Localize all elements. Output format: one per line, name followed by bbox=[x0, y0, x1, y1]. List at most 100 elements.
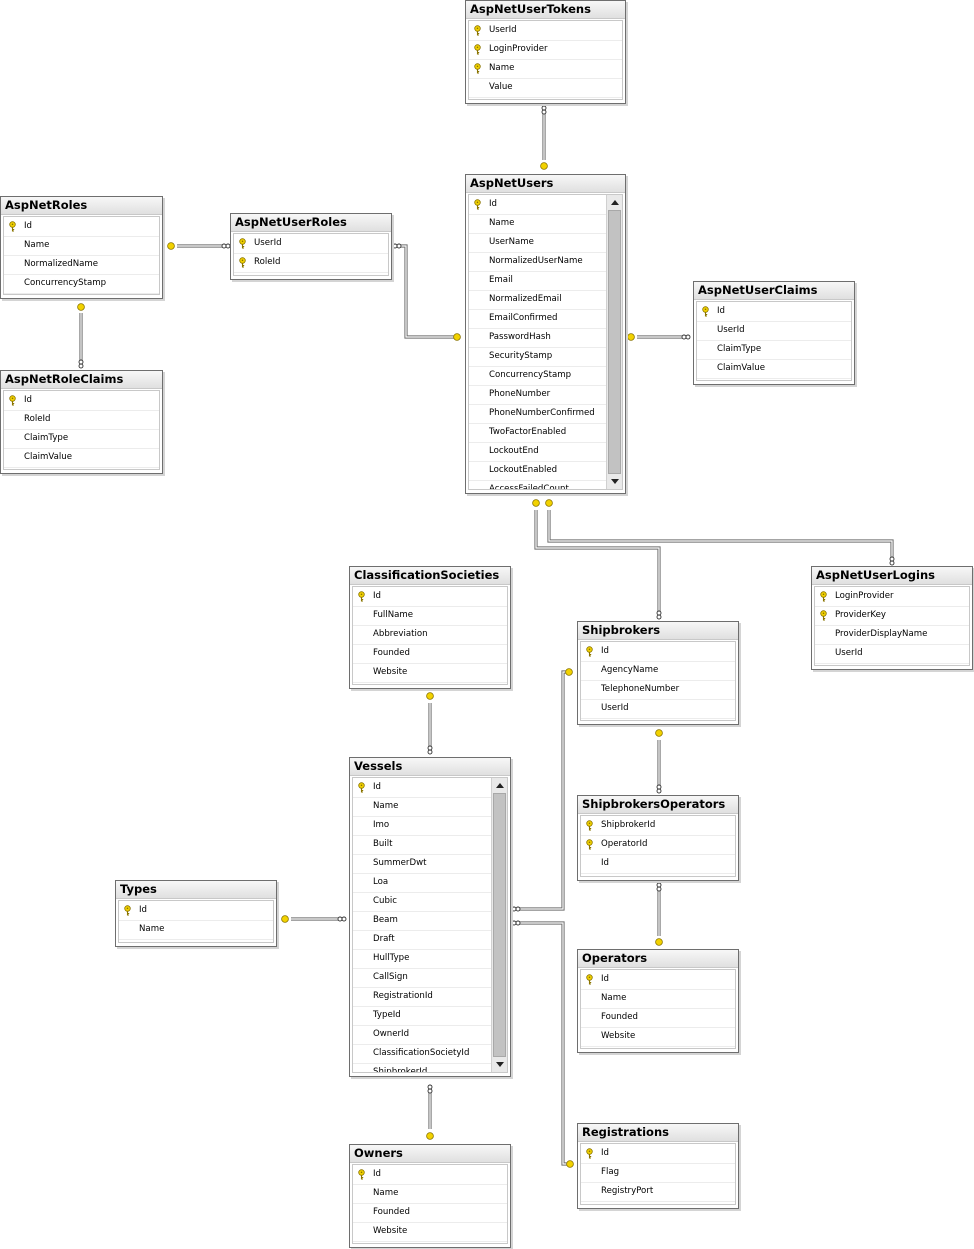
table-row[interactable]: UserName bbox=[469, 233, 606, 253]
table-row[interactable]: ConcurrencyStamp bbox=[469, 366, 606, 386]
table-row[interactable]: Name bbox=[353, 1184, 507, 1204]
relationship-connector[interactable] bbox=[511, 920, 574, 1168]
table-row[interactable]: UserId bbox=[234, 234, 388, 254]
table-row[interactable]: Id bbox=[581, 970, 735, 990]
table-row[interactable]: Abbreviation bbox=[353, 625, 507, 645]
table-row[interactable]: Id bbox=[697, 302, 851, 322]
relationship-connector[interactable] bbox=[426, 1084, 434, 1140]
table-title[interactable]: Operators bbox=[578, 950, 738, 968]
table-row[interactable]: Name bbox=[4, 236, 159, 256]
table-row[interactable]: PhoneNumber bbox=[469, 385, 606, 405]
table-title[interactable]: AspNetUsers bbox=[466, 175, 625, 193]
table-row[interactable]: LoginProvider bbox=[469, 40, 622, 60]
table-row[interactable]: Name bbox=[469, 59, 622, 79]
scroll-thumb[interactable] bbox=[608, 210, 621, 474]
table-row[interactable]: Id bbox=[4, 391, 159, 411]
vertical-scrollbar[interactable] bbox=[606, 195, 622, 489]
table-row[interactable]: SecurityStamp bbox=[469, 347, 606, 367]
relationship-connector[interactable] bbox=[426, 692, 434, 755]
scroll-down-arrow-icon[interactable] bbox=[611, 479, 619, 484]
table-row[interactable]: HullType bbox=[353, 949, 491, 969]
table-row[interactable]: AccessFailedCount bbox=[469, 480, 606, 489]
table-row[interactable]: Id bbox=[353, 778, 491, 798]
table-title[interactable]: Owners bbox=[350, 1145, 510, 1163]
scroll-thumb[interactable] bbox=[493, 793, 506, 1057]
table-row[interactable]: Flag bbox=[581, 1163, 735, 1183]
relationship-connector[interactable] bbox=[655, 882, 663, 946]
table-row[interactable]: LockoutEnd bbox=[469, 442, 606, 462]
table-row[interactable]: PasswordHash bbox=[469, 328, 606, 348]
table-row[interactable]: RegistryPort bbox=[581, 1182, 735, 1202]
table-row[interactable]: Cubic bbox=[353, 892, 491, 912]
table-title[interactable]: Vessels bbox=[350, 758, 510, 776]
scroll-up-arrow-icon[interactable] bbox=[496, 783, 504, 788]
table-row[interactable]: ProviderKey bbox=[815, 606, 969, 626]
relationship-connector[interactable] bbox=[281, 915, 347, 923]
table-title[interactable]: AspNetRoleClaims bbox=[1, 371, 162, 389]
table-row[interactable]: Id bbox=[581, 854, 735, 874]
table-row[interactable]: ConcurrencyStamp bbox=[4, 274, 159, 294]
table-row[interactable]: Name bbox=[469, 214, 606, 234]
table-row[interactable]: UserId bbox=[469, 21, 622, 41]
table-row[interactable]: OwnerId bbox=[353, 1025, 491, 1045]
table-row[interactable]: Id bbox=[4, 217, 159, 237]
table-title[interactable]: AspNetRoles bbox=[1, 197, 162, 215]
table-row[interactable]: NormalizedUserName bbox=[469, 252, 606, 272]
relationship-connector[interactable] bbox=[77, 303, 85, 369]
table-row[interactable]: Id bbox=[353, 1165, 507, 1185]
table-row[interactable]: RoleId bbox=[4, 410, 159, 430]
table-title[interactable]: AspNetUserClaims bbox=[694, 282, 854, 300]
relationship-connector[interactable] bbox=[540, 104, 548, 170]
table-row[interactable]: FullName bbox=[353, 606, 507, 626]
table-row[interactable]: Built bbox=[353, 835, 491, 855]
table-row[interactable]: Loa bbox=[353, 873, 491, 893]
table-title[interactable]: Registrations bbox=[578, 1124, 738, 1142]
table-row[interactable]: ClaimValue bbox=[4, 448, 159, 468]
table-row[interactable]: Name bbox=[353, 797, 491, 817]
table-row[interactable]: CallSign bbox=[353, 968, 491, 988]
table-row[interactable]: Draft bbox=[353, 930, 491, 950]
relationship-connector[interactable] bbox=[511, 668, 573, 912]
table-row[interactable]: Name bbox=[119, 920, 273, 940]
table-row[interactable]: TwoFactorEnabled bbox=[469, 423, 606, 443]
table-row[interactable]: Website bbox=[581, 1027, 735, 1047]
table-row[interactable]: Id bbox=[119, 901, 273, 921]
table-row[interactable]: UserId bbox=[815, 644, 969, 664]
table-row[interactable]: Founded bbox=[353, 1203, 507, 1223]
table-title[interactable]: ShipbrokersOperators bbox=[578, 796, 738, 814]
table-row[interactable]: Imo bbox=[353, 816, 491, 836]
table-row[interactable]: Website bbox=[353, 663, 507, 683]
table-row[interactable]: LoginProvider bbox=[815, 587, 969, 607]
relationship-connector[interactable] bbox=[532, 499, 662, 620]
table-row[interactable]: AgencyName bbox=[581, 661, 735, 681]
table-title[interactable]: Shipbrokers bbox=[578, 622, 738, 640]
scroll-up-arrow-icon[interactable] bbox=[611, 200, 619, 205]
table-row[interactable]: LockoutEnabled bbox=[469, 461, 606, 481]
table-row[interactable]: ClaimType bbox=[4, 429, 159, 449]
table-row[interactable]: Value bbox=[469, 78, 622, 98]
table-row[interactable]: ClassificationSocietyId bbox=[353, 1044, 491, 1064]
table-row[interactable]: SummerDwt bbox=[353, 854, 491, 874]
scroll-down-arrow-icon[interactable] bbox=[496, 1062, 504, 1067]
table-row[interactable]: Website bbox=[353, 1222, 507, 1242]
table-row[interactable]: EmailConfirmed bbox=[469, 309, 606, 329]
table-row[interactable]: Id bbox=[581, 642, 735, 662]
table-row[interactable]: ProviderDisplayName bbox=[815, 625, 969, 645]
relationship-connector[interactable] bbox=[545, 499, 895, 566]
table-row[interactable]: RoleId bbox=[234, 253, 388, 273]
table-row[interactable]: NormalizedName bbox=[4, 255, 159, 275]
table-row[interactable]: OperatorId bbox=[581, 835, 735, 855]
table-row[interactable]: Email bbox=[469, 271, 606, 291]
relationship-connector[interactable] bbox=[167, 242, 231, 250]
